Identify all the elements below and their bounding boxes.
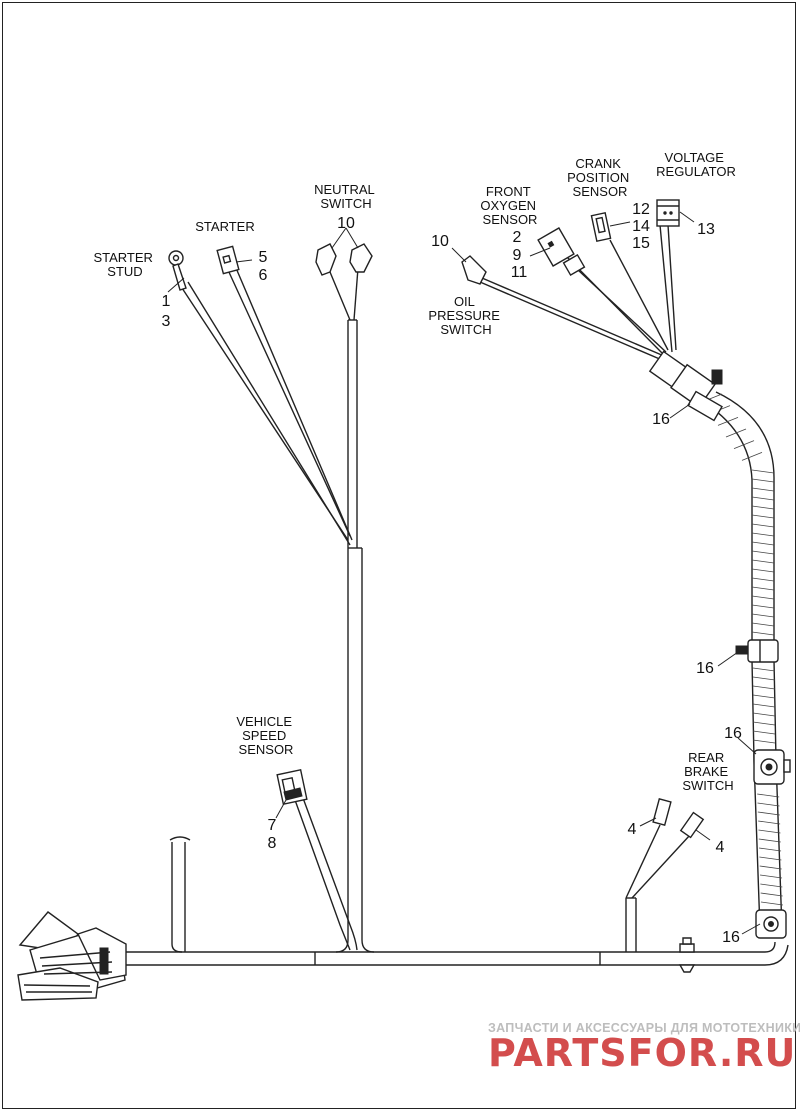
callout-leaders <box>167 211 761 935</box>
voltage-regulator-connector <box>656 199 680 227</box>
starter-stud-ring-terminal <box>168 250 187 291</box>
watermark-logo-text: PARTSFOR.RU <box>488 1031 796 1075</box>
cable-clip-lower <box>755 909 787 939</box>
callout-3: 3 <box>162 313 171 330</box>
callout-numbers: 1 3 5 6 10 10 2 9 11 12 14 15 13 16 16 1… <box>162 201 742 946</box>
upper-right-harness-junction <box>648 350 723 422</box>
callout-16-clip: 16 <box>696 660 714 677</box>
label-starter: STARTER <box>195 219 254 234</box>
callout-8: 8 <box>268 835 277 852</box>
callout-10-oil: 10 <box>431 233 449 250</box>
label-crank-position-sensor: CRANK POSITION SENSOR <box>567 156 633 199</box>
callout-4-left: 4 <box>628 821 637 838</box>
callout-9: 9 <box>513 247 522 264</box>
front-oxygen-sensor-connector <box>537 227 586 277</box>
callout-16-lower: 16 <box>722 929 740 946</box>
label-voltage-regulator: VOLTAGE REGULATOR <box>656 150 736 179</box>
main-harness-connector <box>17 911 127 1001</box>
rear-brake-switch-connectors <box>652 797 705 839</box>
label-rear-brake-switch: REAR BRAKE SWITCH <box>682 750 733 793</box>
crank-position-sensor-connector <box>590 211 612 243</box>
callout-16-upper: 16 <box>652 411 670 428</box>
label-neutral-switch: NEUTRAL SWITCH <box>314 182 378 211</box>
callout-4-right: 4 <box>716 839 725 856</box>
label-front-oxygen-sensor: FRONT OXYGEN SENSOR <box>480 184 539 227</box>
callout-6: 6 <box>259 267 268 284</box>
watermark-tagline: ЗАПЧАСТИ И АКСЕССУАРЫ ДЛЯ МОТОТЕХНИКИ <box>488 1021 800 1035</box>
callout-2: 2 <box>513 229 522 246</box>
callout-15: 15 <box>632 235 650 252</box>
callout-14: 14 <box>632 218 650 235</box>
cable-clip-middle <box>753 749 791 785</box>
callout-11: 11 <box>511 264 528 281</box>
cable-clip-upper <box>735 639 779 663</box>
callout-16-middle: 16 <box>724 725 742 742</box>
label-oil-pressure-switch: OIL PRESSURE SWITCH <box>428 294 503 337</box>
callout-10-neutral: 10 <box>337 215 355 232</box>
neutral-switch-connectors <box>315 243 373 276</box>
trunk-clip <box>678 937 696 973</box>
callout-12: 12 <box>632 201 650 218</box>
label-vehicle-speed-sensor: VEHICLE SPEED SENSOR <box>236 714 295 757</box>
callout-13: 13 <box>697 221 715 238</box>
label-starter-stud: STARTER STUD <box>93 250 156 279</box>
conduit-corrugation <box>701 393 784 906</box>
callout-7: 7 <box>268 817 277 834</box>
callout-5: 5 <box>259 249 268 266</box>
callout-1: 1 <box>162 293 171 310</box>
watermark: ЗАПЧАСТИ И АКСЕССУАРЫ ДЛЯ МОТОТЕХНИКИ PA… <box>488 1021 800 1075</box>
oil-pressure-switch-connector <box>461 255 487 285</box>
component-labels: STARTER STUD STARTER NEUTRAL SWITCH FRON… <box>93 150 735 793</box>
vehicle-speed-sensor-connector <box>276 769 308 805</box>
starter-terminal <box>216 245 240 275</box>
